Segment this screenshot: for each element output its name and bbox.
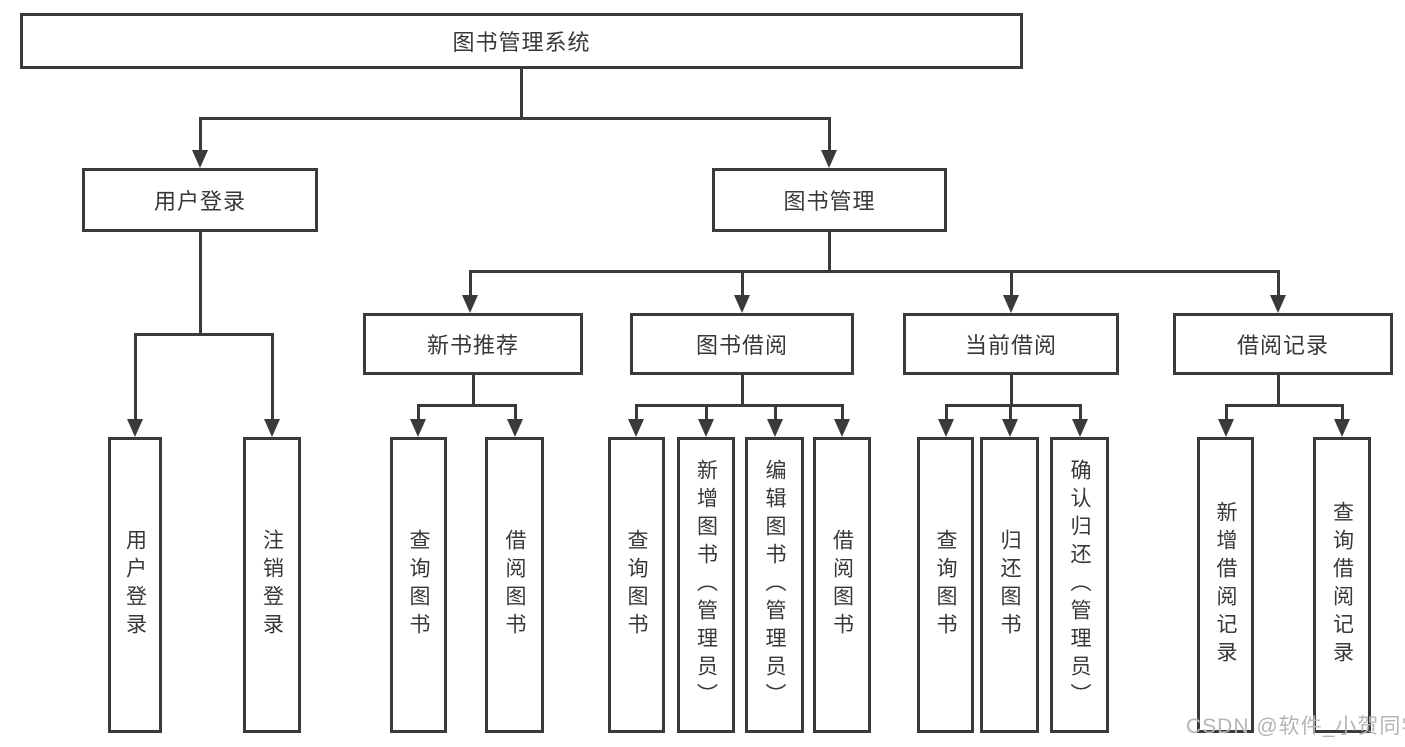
arrowhead-down xyxy=(507,419,523,437)
node-label: 图书管理 xyxy=(783,189,876,214)
leaf-confirm-return-admin: 确认归还（管理员） xyxy=(1050,437,1109,733)
arrowhead-down xyxy=(1003,295,1019,313)
arrowhead-down xyxy=(628,419,644,437)
tree-line-vertical xyxy=(1224,404,1228,421)
watermark: CSDN @软件_小贺同学 xyxy=(1186,715,1405,738)
arrowhead-down xyxy=(821,150,837,168)
tree-line-vertical xyxy=(740,270,744,297)
tree-line-vertical xyxy=(773,404,777,421)
tree-line-vertical xyxy=(944,404,948,421)
tree-line-vertical xyxy=(1078,404,1082,421)
node-label: 注销登录 xyxy=(260,529,284,641)
node-label: 借阅图书 xyxy=(503,529,526,641)
tree-line-vertical xyxy=(198,117,202,152)
tree-line-horizontal xyxy=(199,117,830,120)
tree-line-vertical xyxy=(840,404,844,421)
tree-line-horizontal xyxy=(469,270,1279,273)
arrowhead-down xyxy=(938,419,954,437)
tree-line-horizontal xyxy=(417,404,516,407)
tree-line-horizontal xyxy=(1225,404,1343,407)
tree-line-vertical xyxy=(634,404,638,421)
node-label: 新书推荐 xyxy=(426,333,519,358)
node-label: 当前借阅 xyxy=(964,333,1057,358)
node-current-borrowing: 当前借阅 xyxy=(903,313,1119,375)
arrowhead-down xyxy=(192,150,208,168)
tree-line-horizontal xyxy=(945,404,1081,407)
node-label: 借阅图书 xyxy=(830,529,854,641)
leaf-query-books-borrowing: 查询图书 xyxy=(608,437,665,733)
node-book-borrowing: 图书借阅 xyxy=(630,313,854,375)
leaf-query-books-current: 查询图书 xyxy=(917,437,974,733)
arrowhead-down xyxy=(767,419,783,437)
tree-line-vertical xyxy=(198,232,202,335)
leaf-add-books-admin: 新增图书（管理员） xyxy=(677,437,735,733)
tree-line-vertical xyxy=(740,375,744,406)
leaf-borrow-books-borrowing: 借阅图书 xyxy=(813,437,871,733)
leaf-logout: 注销登录 xyxy=(243,437,301,733)
tree-line-vertical xyxy=(827,117,831,152)
node-label: 归还图书 xyxy=(998,529,1021,641)
tree-line-vertical xyxy=(468,270,472,297)
leaf-query-borrow-record: 查询借阅记录 xyxy=(1313,437,1371,733)
tree-line-vertical xyxy=(513,404,517,421)
tree-line-horizontal xyxy=(635,404,843,407)
node-label: 用户登录 xyxy=(153,189,246,214)
tree-line-vertical xyxy=(704,404,708,421)
tree-line-vertical xyxy=(1008,404,1012,421)
node-label: 借阅记录 xyxy=(1236,333,1329,358)
tree-line-horizontal xyxy=(134,333,273,336)
arrowhead-down xyxy=(698,419,714,437)
arrowhead-down xyxy=(264,419,280,437)
tree-line-vertical xyxy=(270,333,274,421)
arrowhead-down xyxy=(127,419,143,437)
node-book-management: 图书管理 xyxy=(712,168,947,232)
tree-line-vertical xyxy=(416,404,420,421)
arrowhead-down xyxy=(1072,419,1088,437)
node-label: 用户登录 xyxy=(123,529,147,641)
tree-line-vertical xyxy=(827,232,831,272)
node-borrowing-records: 借阅记录 xyxy=(1173,313,1393,375)
node-label: 新增图书（管理员） xyxy=(694,459,718,711)
tree-line-vertical xyxy=(1276,375,1280,406)
leaf-query-books-recommend: 查询图书 xyxy=(390,437,447,733)
node-label: 查询图书 xyxy=(934,529,957,641)
tree-line-vertical xyxy=(1009,270,1013,297)
leaf-user-login: 用户登录 xyxy=(108,437,162,733)
leaf-return-books: 归还图书 xyxy=(980,437,1039,733)
node-label: 查询图书 xyxy=(625,529,648,641)
node-label: 查询借阅记录 xyxy=(1330,501,1354,669)
arrowhead-down xyxy=(410,419,426,437)
arrowhead-down xyxy=(462,295,478,313)
leaf-borrow-books-recommend: 借阅图书 xyxy=(485,437,544,733)
arrowhead-down xyxy=(834,419,850,437)
node-label: 查询图书 xyxy=(407,529,430,641)
node-label: 新增借阅记录 xyxy=(1214,501,1237,669)
tree-line-vertical xyxy=(471,375,475,406)
node-library-management-system: 图书管理系统 xyxy=(20,13,1023,69)
node-label: 图书管理系统 xyxy=(452,30,591,55)
arrowhead-down xyxy=(1334,419,1350,437)
node-label: 确认归还（管理员） xyxy=(1068,459,1091,711)
tree-line-vertical xyxy=(133,333,137,421)
node-new-book-recommend: 新书推荐 xyxy=(363,313,583,375)
tree-line-vertical xyxy=(1340,404,1344,421)
tree-line-vertical xyxy=(519,69,523,119)
arrowhead-down xyxy=(1270,295,1286,313)
leaf-add-borrow-record: 新增借阅记录 xyxy=(1197,437,1254,733)
arrowhead-down xyxy=(1218,419,1234,437)
node-user-login: 用户登录 xyxy=(82,168,318,232)
arrowhead-down xyxy=(1002,419,1018,437)
tree-line-vertical xyxy=(1276,270,1280,297)
tree-line-vertical xyxy=(1009,375,1013,406)
node-label: 图书借阅 xyxy=(695,333,788,358)
arrowhead-down xyxy=(734,295,750,313)
node-label: 编辑图书（管理员） xyxy=(763,459,786,711)
leaf-edit-books-admin: 编辑图书（管理员） xyxy=(745,437,804,733)
